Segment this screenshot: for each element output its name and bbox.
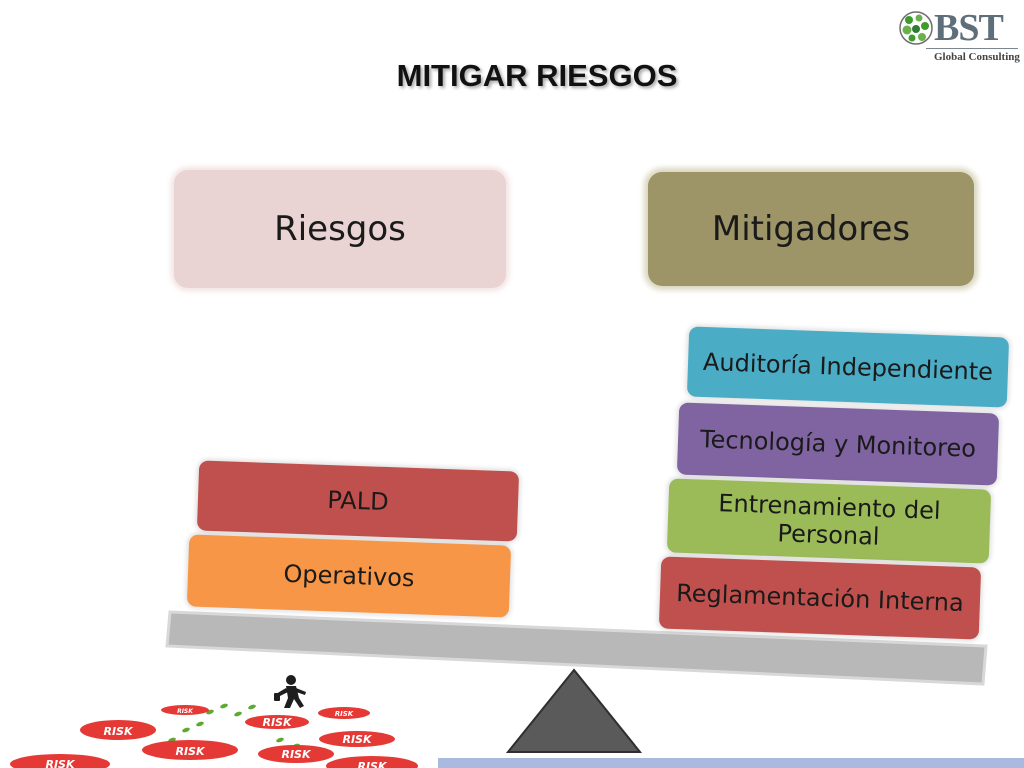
walking-person-icon [274,675,306,708]
ground-band [438,758,1024,768]
risk-badge: RISK [281,748,311,761]
slide-title: MITIGAR RIESGOS [396,58,678,93]
logo-subtitle: Global Consulting [934,51,1020,63]
globe-icon [899,11,933,45]
mitigator-block-tecnologia: Tecnología y Monitoreo [676,402,1000,486]
risk-badge: RISK [357,760,387,768]
scale-beam [165,610,988,686]
risk-badge: RISK [103,725,133,738]
logo-wordmark: BST [934,7,1004,49]
logo-divider [926,48,1018,49]
company-logo: BST Global Consulting [898,6,1020,64]
mitigator-block-entrenamiento: Entrenamiento del Personal [666,478,992,564]
risk-badge: RISK [342,733,372,746]
fulcrum-triangle [505,668,643,753]
risk-block-operativos: Operativos [186,534,512,618]
risk-block-pald: PALD [196,460,520,542]
risk-badge: RISK [335,710,354,718]
risk-badge: RISK [177,708,194,715]
risk-badge: RISK [262,716,292,729]
risk-badges: RISK RISK RISK RISK RISK RISK RISK RISK … [10,705,418,768]
risk-badge: RISK [175,745,205,758]
mitigator-block-auditoria: Auditoría Independiente [686,326,1010,408]
mitigadores-header: Mitigadores [648,172,974,286]
risk-badge: RISK [45,758,75,768]
mitigator-block-reglamentacion: Reglamentación Interna [658,556,982,640]
riesgos-header: Riesgos [174,170,506,288]
